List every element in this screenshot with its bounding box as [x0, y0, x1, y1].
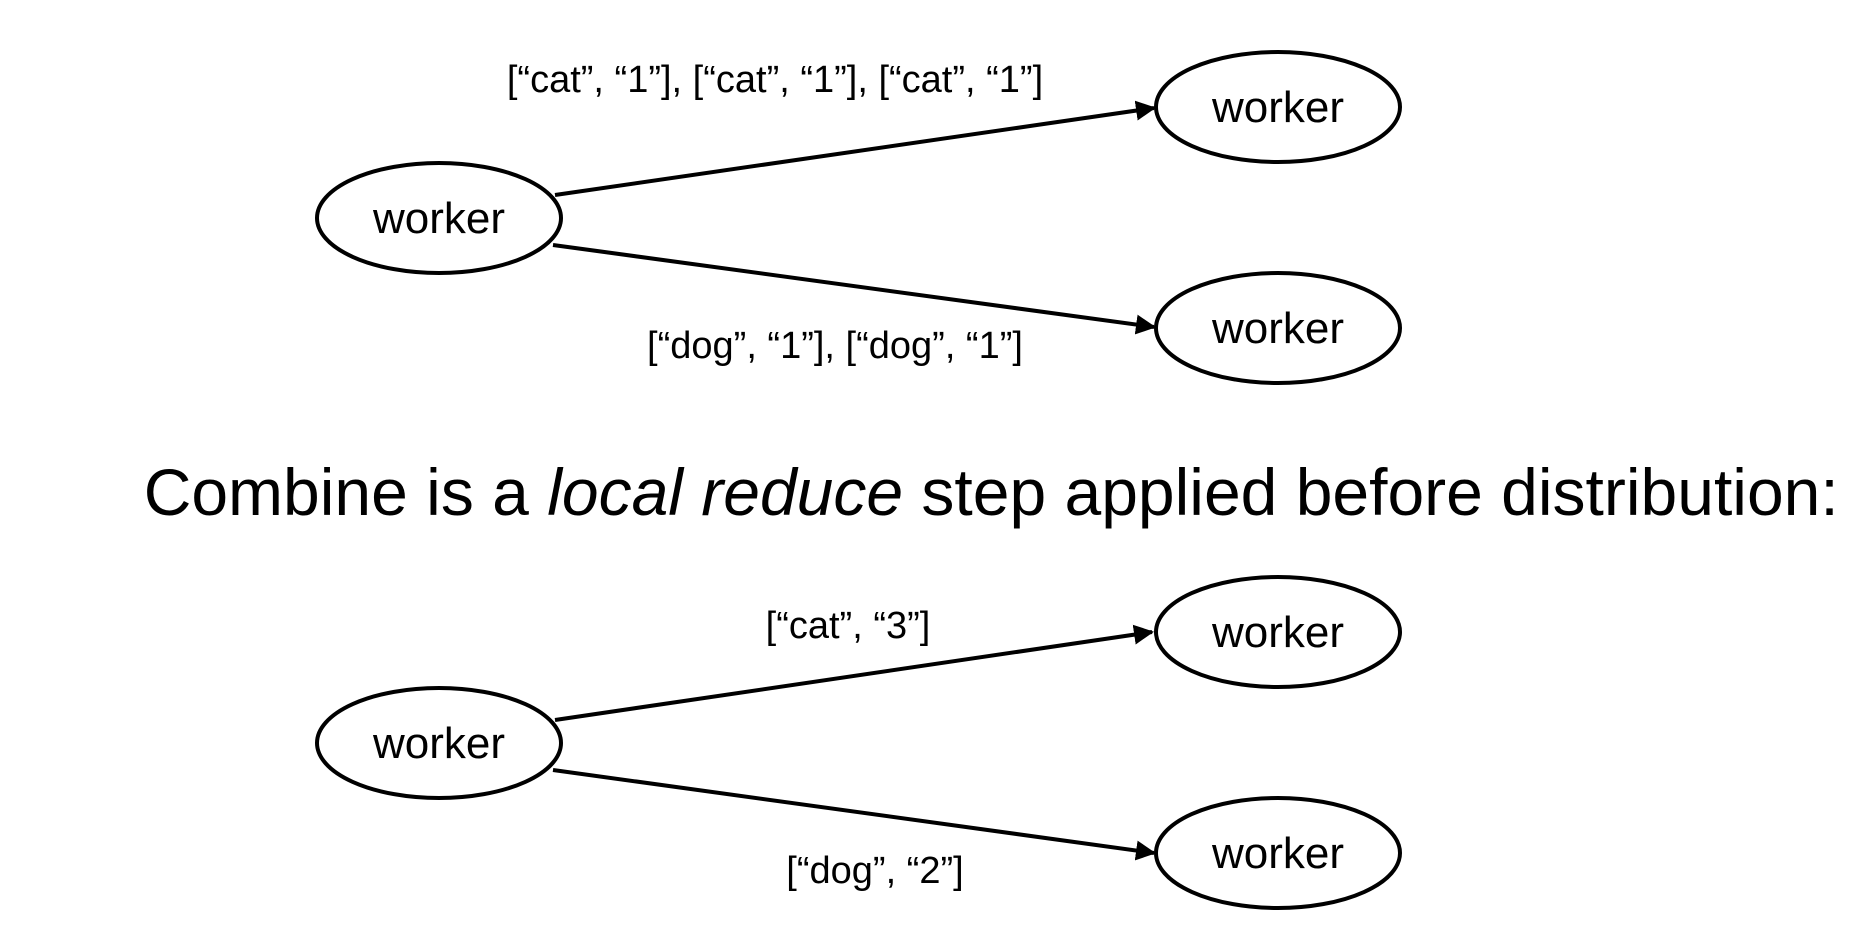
- top-source-worker-label: worker: [372, 194, 505, 243]
- heading: Combine is a local reduce step applied b…: [52, 455, 1873, 529]
- heading-text-start: Combine is a: [144, 455, 548, 529]
- top-edge-label-cat: [“cat”, “1”], [“cat”, “1”], [“cat”, “1”]: [507, 59, 1043, 101]
- bottom-target-worker-label-1: worker: [1211, 608, 1344, 657]
- top-edge-dog: [552, 243, 1156, 335]
- bottom-edge-dog: [552, 768, 1156, 861]
- top-edge-label-dog: [“dog”, “1”], [“dog”, “1”]: [647, 325, 1023, 367]
- heading-text-end: step applied before distribution:: [903, 455, 1839, 529]
- bottom-diagram: [“cat”, “3”] [“dog”, “2”] worker worker …: [315, 575, 1402, 910]
- bottom-edge-label-dog: [“dog”, “2”]: [786, 850, 963, 892]
- top-edge-cat: [554, 100, 1156, 197]
- bottom-target-worker-label-2: worker: [1211, 829, 1344, 878]
- top-target-worker-node-1: worker: [1154, 50, 1402, 164]
- top-target-worker-label-2: worker: [1211, 304, 1344, 353]
- bottom-target-worker-node-2: worker: [1154, 796, 1402, 910]
- heading-emphasis: local reduce: [547, 455, 903, 529]
- bottom-edge-label-cat: [“cat”, “3”]: [766, 605, 931, 647]
- bottom-target-worker-node-1: worker: [1154, 575, 1402, 689]
- top-target-worker-label-1: worker: [1211, 83, 1344, 132]
- bottom-source-worker-node: worker: [315, 686, 563, 800]
- top-diagram: [“cat”, “1”], [“cat”, “1”], [“cat”, “1”]…: [315, 50, 1402, 385]
- bottom-edge-cat: [554, 624, 1154, 722]
- bottom-source-worker-label: worker: [372, 719, 505, 768]
- top-source-worker-node: worker: [315, 161, 563, 275]
- top-target-worker-node-2: worker: [1154, 271, 1402, 385]
